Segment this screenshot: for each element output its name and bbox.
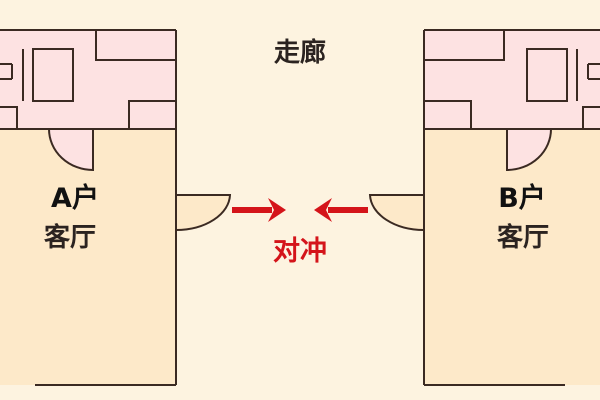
unit-b-room-label: 客厅 xyxy=(496,223,549,253)
unit-a-title: A户 xyxy=(51,183,99,214)
unit-b-living-room xyxy=(424,130,600,385)
unit-a-room-label: 客厅 xyxy=(43,223,96,253)
arrow-right-icon xyxy=(232,198,286,222)
corridor-label: 走廊 xyxy=(273,38,326,68)
unit-a-plan xyxy=(0,29,232,386)
unit-a-service-area xyxy=(0,30,176,130)
unit-a-inner-door xyxy=(47,128,94,172)
unit-b-inner-door xyxy=(506,128,553,172)
unit-a-living-room xyxy=(0,130,176,385)
unit-b-entry-door xyxy=(368,194,425,232)
unit-b-plan xyxy=(368,29,600,386)
unit-a-entry-door xyxy=(175,194,232,232)
unit-b-title: B户 xyxy=(498,183,546,214)
arrow-left-icon xyxy=(314,198,368,222)
door-clash-label: 对冲 xyxy=(273,236,327,267)
unit-b-service-area xyxy=(424,30,600,130)
